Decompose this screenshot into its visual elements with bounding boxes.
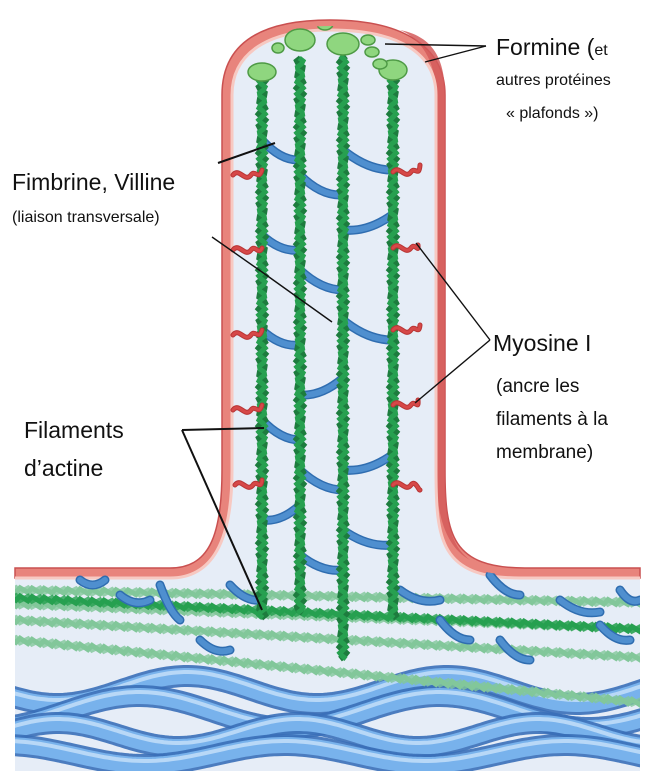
label-formine: Formine (et: [496, 34, 608, 61]
label-myosine-i: Myosine I: [493, 330, 591, 357]
label-formine-line3: « plafonds »): [506, 105, 599, 123]
cap-protein-7: [365, 47, 379, 57]
cap-protein-4: [272, 43, 284, 53]
label-fimbrine-villine: Fimbrine, Villine: [12, 169, 175, 196]
cytoplasm: [15, 30, 640, 771]
label-ancre-3: membrane): [496, 442, 593, 464]
cap-protein-8: [373, 59, 387, 69]
label-ancre-2: filaments à la: [496, 409, 608, 431]
cap-protein-0: [248, 63, 276, 81]
cap-protein-6: [361, 35, 375, 45]
label-filaments-actine-2: d’actine: [24, 455, 103, 482]
label-filaments-actine-1: Filaments: [24, 417, 124, 444]
label-liaison-transversale: (liaison transversale): [12, 209, 160, 227]
cap-protein-2: [327, 33, 359, 55]
cap-protein-1: [285, 29, 315, 51]
label-formine-line2: autres protéines: [496, 72, 611, 90]
label-ancre-1: (ancre les: [496, 376, 579, 398]
